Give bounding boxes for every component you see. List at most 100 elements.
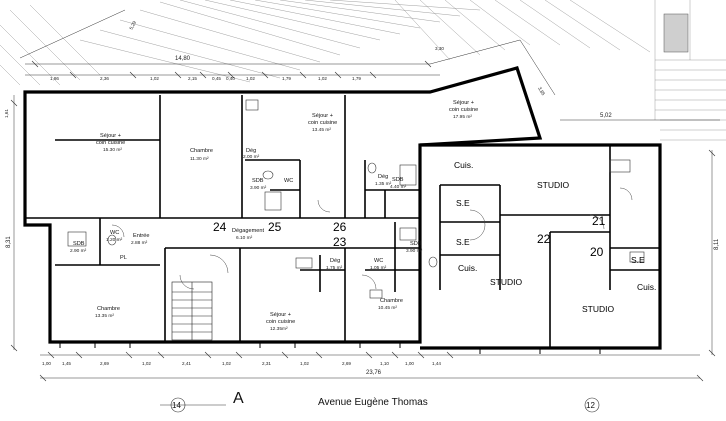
hatch-area-left bbox=[0, 4, 101, 86]
unit-number-22: 22 bbox=[537, 232, 551, 246]
svg-text:WC: WC bbox=[374, 258, 383, 264]
room-pl: PL bbox=[120, 255, 127, 261]
dimension-ticks bbox=[10, 60, 716, 382]
svg-text:1,02: 1,02 bbox=[318, 76, 327, 81]
street-number-14: 14 bbox=[172, 401, 181, 410]
dim-bottom-row: 1,00 1,45 2,69 1,02 2,41 1,02 2,31 1,02 … bbox=[42, 361, 441, 366]
interior-walls bbox=[25, 95, 660, 348]
room-chambre-south-west: Chambre 13.35 m² bbox=[95, 306, 120, 319]
svg-text:12.35m²: 12.35m² bbox=[270, 326, 288, 332]
svg-text:Chambre: Chambre bbox=[380, 298, 403, 304]
svg-text:Chambre: Chambre bbox=[190, 148, 213, 154]
svg-text:1,45: 1,45 bbox=[62, 361, 71, 366]
svg-text:2.00 m²: 2.00 m² bbox=[243, 154, 260, 160]
svg-text:1,02: 1,02 bbox=[246, 76, 255, 81]
dim-diagonal-529: 5,29 bbox=[128, 20, 137, 31]
svg-text:coin cuisine: coin cuisine bbox=[308, 120, 337, 126]
svg-text:11.30 m²: 11.30 m² bbox=[190, 156, 209, 162]
room-wc-1: WC bbox=[284, 178, 293, 184]
room-sejour-north-center: Séjour + coin cuisine 13.45 m² bbox=[308, 113, 337, 133]
room-degagement: Dégagement 6.10 m² bbox=[232, 228, 264, 241]
room-wc-3: WC 1.05 m² bbox=[370, 258, 387, 271]
svg-text:1,44: 1,44 bbox=[432, 361, 441, 366]
svg-text:coin cuisine: coin cuisine bbox=[449, 107, 478, 113]
section-letter: A bbox=[233, 390, 244, 407]
dim-diagonal-385: 3,85 bbox=[537, 86, 546, 97]
room-chambre-north: Chambre 11.30 m² bbox=[190, 148, 213, 162]
cuis-label-2: Cuis. bbox=[458, 263, 477, 273]
svg-text:10.45 m²: 10.45 m² bbox=[378, 305, 397, 311]
svg-text:Entrée: Entrée bbox=[133, 233, 149, 239]
unit-number-26: 26 bbox=[333, 220, 347, 234]
studio-label-south: STUDIO bbox=[582, 304, 615, 314]
staircase-icon bbox=[171, 281, 213, 341]
unit-number-21: 21 bbox=[592, 214, 606, 228]
dim-right-502: 5,02 bbox=[600, 113, 612, 119]
room-sejour-south: Séjour + coin cuisine 12.35m² bbox=[266, 312, 295, 332]
svg-text:3.90 m²: 3.90 m² bbox=[406, 248, 423, 254]
svg-text:1,00: 1,00 bbox=[42, 361, 51, 366]
room-deg-2: Dég 1.35 m² bbox=[375, 174, 392, 187]
room-entree: Entrée 2.88 m² bbox=[131, 233, 149, 246]
svg-text:2,36: 2,36 bbox=[100, 76, 109, 81]
svg-text:3.90 m²: 3.90 m² bbox=[250, 185, 267, 191]
studio-label-north: STUDIO bbox=[537, 180, 570, 190]
dimension-lines bbox=[13, 9, 720, 379]
svg-text:1,02: 1,02 bbox=[300, 361, 309, 366]
se-label-1: S.E bbox=[456, 198, 470, 208]
svg-text:13.35 m²: 13.35 m² bbox=[95, 313, 114, 319]
svg-text:PL: PL bbox=[120, 255, 127, 261]
room-sdb-2: SDB 4.40 m² bbox=[390, 177, 407, 190]
svg-text:6.10 m²: 6.10 m² bbox=[236, 235, 253, 241]
svg-text:2,15: 2,15 bbox=[188, 76, 197, 81]
room-chambre-south-east: Chambre 10.45 m² bbox=[378, 298, 403, 311]
svg-text:2,69: 2,69 bbox=[100, 361, 109, 366]
svg-text:Séjour +: Séjour + bbox=[312, 113, 333, 119]
svg-text:0,45: 0,45 bbox=[212, 76, 221, 81]
svg-text:SDB: SDB bbox=[392, 177, 404, 183]
room-wc-2: WC 1.20 m² bbox=[106, 230, 123, 243]
svg-text:WC: WC bbox=[284, 178, 293, 184]
dim-left-161: 1,61 bbox=[4, 109, 9, 118]
svg-text:1,79: 1,79 bbox=[282, 76, 291, 81]
unit-number-25: 25 bbox=[268, 220, 282, 234]
svg-text:1,86: 1,86 bbox=[50, 76, 59, 81]
studio-label-west: STUDIO bbox=[490, 277, 523, 287]
room-deg-1: Dég 2.00 m² bbox=[243, 148, 260, 160]
svg-text:Dég: Dég bbox=[330, 258, 340, 264]
exterior-walls bbox=[23, 66, 662, 350]
street-number-12-circle bbox=[584, 397, 600, 413]
se-label-3: S.E bbox=[631, 255, 645, 265]
unit-number-23: 23 bbox=[333, 235, 347, 249]
svg-text:2,69: 2,69 bbox=[342, 361, 351, 366]
dim-left-height: 8,31 bbox=[6, 236, 12, 248]
svg-text:coin cuisine: coin cuisine bbox=[266, 319, 295, 325]
svg-text:SDB: SDB bbox=[73, 241, 85, 247]
svg-text:1,79: 1,79 bbox=[352, 76, 361, 81]
cuis-label-1: Cuis. bbox=[454, 160, 473, 170]
dim-right-height: 8,11 bbox=[714, 238, 720, 250]
svg-text:2,31: 2,31 bbox=[262, 361, 271, 366]
svg-text:2.88 m²: 2.88 m² bbox=[131, 240, 148, 246]
svg-text:1.35 m²: 1.35 m² bbox=[375, 181, 392, 187]
street-number-12: 12 bbox=[586, 401, 595, 410]
window-marks bbox=[59, 342, 601, 354]
door-swings bbox=[111, 187, 633, 290]
svg-text:Dég: Dég bbox=[378, 174, 388, 180]
svg-text:0,40: 0,40 bbox=[226, 76, 235, 81]
unit-number-24: 24 bbox=[213, 220, 227, 234]
svg-text:Séjour +: Séjour + bbox=[270, 312, 291, 318]
svg-text:4.40 m²: 4.40 m² bbox=[390, 184, 407, 190]
svg-text:1.75 m²: 1.75 m² bbox=[326, 265, 343, 271]
svg-text:1.20 m²: 1.20 m² bbox=[106, 237, 123, 243]
svg-text:Séjour +: Séjour + bbox=[453, 100, 474, 106]
dim-top-total: 14,80 bbox=[175, 56, 191, 62]
svg-text:17.95 m²: 17.95 m² bbox=[453, 114, 472, 120]
unit-number-20: 20 bbox=[590, 245, 604, 259]
room-sdb-3: SDB 2.90 m² bbox=[70, 241, 87, 254]
se-label-2: S.E bbox=[456, 237, 470, 247]
svg-text:1,02: 1,02 bbox=[142, 361, 151, 366]
svg-text:Séjour +: Séjour + bbox=[100, 133, 121, 139]
svg-text:1,02: 1,02 bbox=[150, 76, 159, 81]
